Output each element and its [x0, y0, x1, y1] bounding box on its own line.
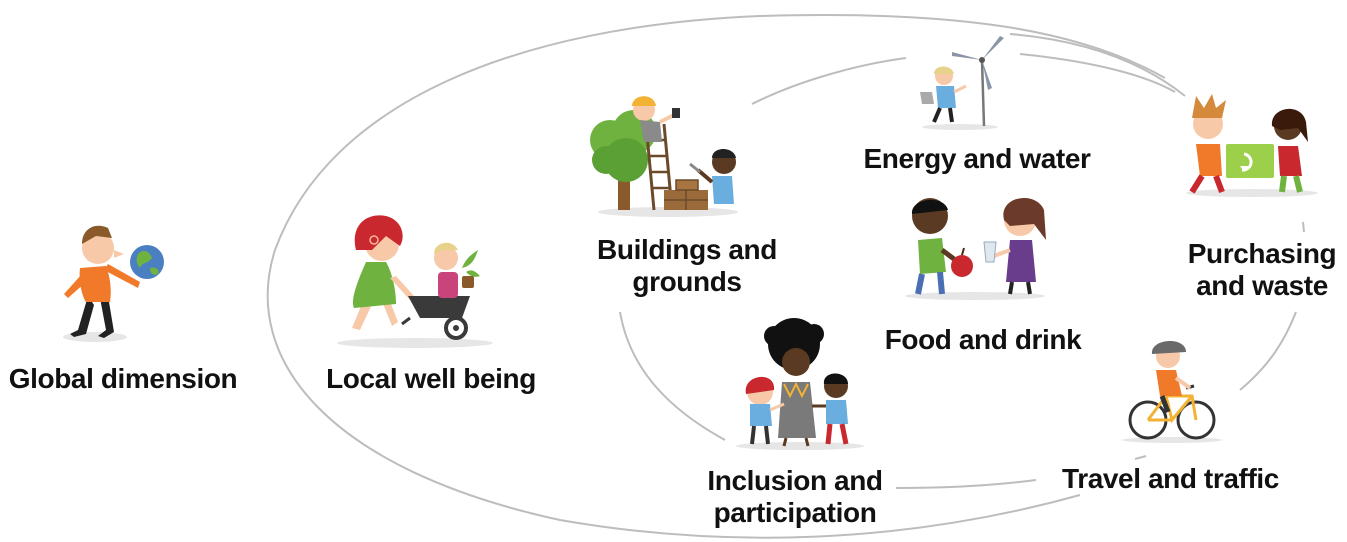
- label-line: Energy and water: [863, 143, 1091, 174]
- purchasing-tick: [1302, 221, 1305, 233]
- label-line: Global dimension: [8, 363, 238, 394]
- label-food-and-drink: Food and drink: [878, 324, 1088, 356]
- buildings-inclusion-curve: [619, 311, 726, 441]
- builders-ladder-tree-icon: [590, 96, 738, 217]
- label-line: Buildings and: [597, 234, 777, 265]
- label-global-dimension: Global dimension: [8, 363, 238, 395]
- child-on-bicycle-icon: [1122, 340, 1222, 443]
- label-purchasing-and-waste: Purchasing and waste: [1182, 238, 1342, 302]
- children-recycling-box-icon: [1186, 94, 1318, 197]
- label-line: Purchasing: [1187, 238, 1337, 269]
- outer-ellipse-curve: [266, 13, 1166, 539]
- label-line: Travel and traffic: [1062, 463, 1279, 494]
- label-buildings-and-grounds: Buildings and grounds: [592, 234, 782, 298]
- children-sharing-food-icon: [905, 197, 1046, 300]
- label-travel-and-traffic: Travel and traffic: [1058, 463, 1283, 495]
- label-line: participation: [713, 497, 877, 528]
- label-line: grounds: [632, 266, 742, 297]
- wheelbarrow-children-icon: [337, 215, 493, 348]
- label-line: Local well being: [326, 363, 536, 394]
- teacher-with-children-icon: [736, 318, 864, 450]
- label-local-well-being: Local well being: [326, 363, 536, 395]
- label-energy-and-water: Energy and water: [852, 143, 1102, 175]
- label-line: and waste: [1196, 270, 1328, 301]
- label-inclusion-and-participation: Inclusion and participation: [700, 465, 890, 529]
- inclusion-travel-line: [895, 479, 1037, 489]
- purchasing-travel-curve: [1239, 311, 1297, 391]
- travel-tick: [1134, 455, 1147, 460]
- label-line: Inclusion and: [707, 465, 883, 496]
- energy-purchasing-curve-2: [1009, 33, 1186, 97]
- energy-purchasing-curve: [1019, 53, 1176, 93]
- wind-turbine-child-icon: [920, 36, 1004, 130]
- inner-top-curve: [751, 57, 907, 105]
- connector-lines: [266, 13, 1305, 539]
- child-with-globe-icon: [63, 225, 164, 342]
- label-line: Food and drink: [884, 324, 1082, 355]
